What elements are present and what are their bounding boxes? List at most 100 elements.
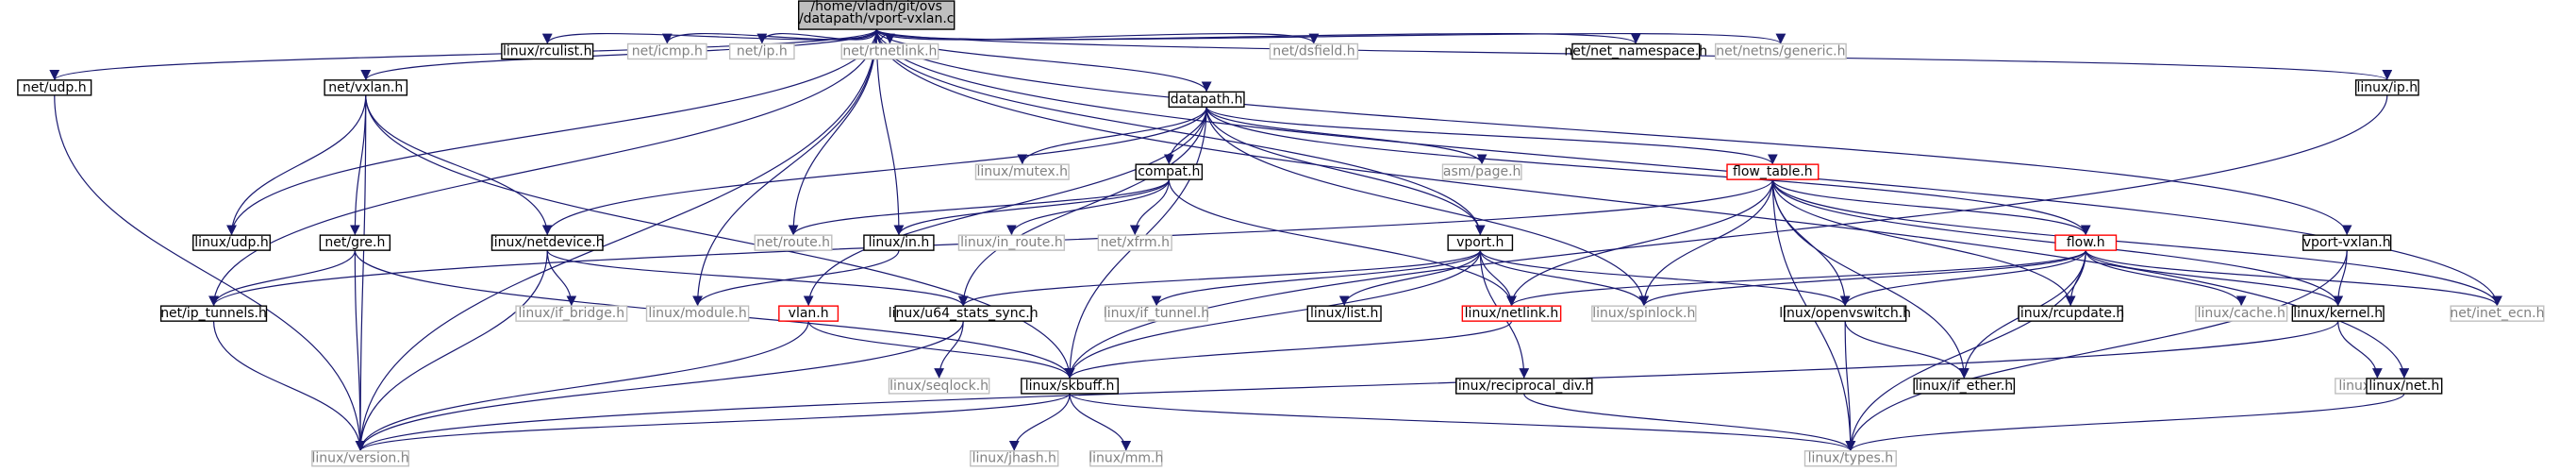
node-box-linux_mm_h[interactable] — [1089, 450, 1163, 467]
node-box-linux_netlink_h[interactable] — [1461, 305, 1562, 322]
node-linux_mutex_h[interactable]: linux/mutex.h — [974, 163, 1070, 180]
node-box-net_icmp_h[interactable] — [626, 42, 707, 60]
node-box-net_ip_h[interactable] — [728, 42, 795, 60]
node-linux_rcupdate_h[interactable]: linux/rcupdate.h — [2017, 305, 2124, 322]
node-compat_h[interactable]: compat.h — [1135, 163, 1204, 180]
node-net_ip_tunnels_h[interactable]: net/ip_tunnels.h — [159, 305, 268, 322]
node-linux_in_route_h[interactable]: linux/in_route.h — [957, 234, 1066, 251]
node-box-net_rtnetlink_h[interactable] — [840, 42, 939, 60]
node-net_vxlan_h[interactable]: net/vxlan.h — [324, 79, 408, 96]
node-box-flow_table_h[interactable] — [1726, 163, 1820, 180]
node-linux_if_ether_h[interactable]: linux/if_ether.h — [1913, 378, 2016, 395]
node-box-linux_netdevice_h[interactable] — [490, 234, 604, 251]
node-vport_vxlan_c[interactable]: /home/vladn/git/ovs/datapath/vport-vxlan… — [798, 0, 956, 30]
node-linux_ip_h[interactable]: linux/ip.h — [2354, 79, 2419, 96]
node-net_net_namespace_h[interactable]: net/net_namespace.h — [1564, 42, 1707, 60]
node-box-linux_seqlock_h[interactable] — [888, 378, 990, 395]
node-box-linux_kernel_h[interactable] — [2291, 305, 2385, 322]
edge-linux_ip_h-to-linux_skbuff_h — [1064, 94, 2388, 379]
node-linux_if_bridge_h[interactable]: linux/if_bridge.h — [515, 305, 628, 322]
node-box-linux_udp_h[interactable] — [192, 234, 271, 251]
edge-vport_h-to-linux_spinlock_h — [1479, 250, 1650, 307]
node-vport_vxlan_h[interactable]: vport-vxlan.h — [2302, 234, 2392, 251]
node-box-linux_reciprocal_div_h[interactable] — [1454, 378, 1593, 395]
node-linux_list_h[interactable]: linux/list.h — [1306, 305, 1382, 322]
node-box-asm_page_h[interactable] — [1441, 163, 1522, 180]
node-box-linux_rculist_h[interactable] — [501, 42, 594, 60]
node-box-linux_module_h[interactable] — [645, 305, 750, 322]
node-box-linux_skbuff_h[interactable] — [1021, 378, 1119, 395]
node-linux_mm_h[interactable]: linux/mm.h — [1089, 450, 1163, 467]
node-box-linux_mutex_h[interactable] — [974, 163, 1070, 180]
node-asm_page_h[interactable]: asm/page.h — [1441, 163, 1522, 180]
node-box-net_gre_h[interactable] — [319, 234, 391, 251]
node-box-linux_if_ether_h[interactable] — [1913, 378, 2016, 395]
node-net_inet_ecn_h[interactable]: net/inet_ecn.h — [2450, 305, 2545, 322]
node-box-net_netns_generic_h[interactable] — [1714, 42, 1847, 60]
node-net_gre_h[interactable]: net/gre.h — [319, 234, 391, 251]
node-linux_netdevice_h[interactable]: linux/netdevice.h — [490, 234, 605, 251]
node-net_icmp_h[interactable]: net/icmp.h — [626, 42, 707, 60]
node-linux_if_tunnel_h[interactable]: linux/if_tunnel.h — [1104, 305, 1209, 322]
node-box-vport_vxlan_c[interactable] — [798, 0, 956, 30]
node-box-net_dsfield_h[interactable] — [1269, 42, 1359, 60]
node-flow_table_h[interactable]: flow_table.h — [1726, 163, 1820, 180]
node-box-linux_if_tunnel_h[interactable] — [1105, 305, 1208, 322]
node-box-vlan_h[interactable] — [778, 305, 839, 322]
node-box-flow_h[interactable] — [2054, 234, 2118, 251]
node-linux_openvswitch_h[interactable]: linux/openvswitch.h — [1779, 305, 1911, 322]
node-linux_types_h[interactable]: linux/types.h — [1803, 450, 1897, 467]
node-box-datapath_h[interactable] — [1168, 91, 1245, 109]
node-net_udp_h[interactable]: net/udp.h — [17, 79, 92, 96]
node-linux_in_h[interactable]: linux/in.h — [863, 234, 935, 251]
node-box-linux_in_h[interactable] — [863, 234, 935, 251]
node-box-vport_h[interactable] — [1447, 234, 1514, 251]
node-net_netns_generic_h[interactable]: net/netns/generic.h — [1714, 42, 1847, 60]
node-linux_jhash_h[interactable]: linux/jhash.h — [970, 450, 1059, 467]
node-box-linux_version_h[interactable] — [311, 450, 409, 467]
node-net_route_h[interactable]: net/route.h — [754, 234, 833, 251]
node-box-net_net_namespace_h[interactable] — [1571, 42, 1701, 60]
node-box-net_ip_tunnels_h[interactable] — [159, 305, 268, 322]
node-box-linux_rcupdate_h[interactable] — [2018, 305, 2123, 322]
node-box-linux_list_h[interactable] — [1306, 305, 1382, 322]
node-box-linux_jhash_h[interactable] — [970, 450, 1059, 467]
node-box-linux_spinlock_h[interactable] — [1591, 305, 1697, 322]
node-linux_netlink_h[interactable]: linux/netlink.h — [1461, 305, 1562, 322]
node-linux_udp_h[interactable]: linux/udp.h — [192, 234, 271, 251]
node-box-linux_types_h[interactable] — [1803, 450, 1897, 467]
node-box-net_udp_h[interactable] — [17, 79, 92, 96]
node-linux_kernel_h[interactable]: linux/kernel.h — [2291, 305, 2385, 322]
node-net_dsfield_h[interactable]: net/dsfield.h — [1269, 42, 1359, 60]
node-linux_cache_h[interactable]: linux/cache.h — [2195, 305, 2288, 322]
node-box-linux_if_bridge_h[interactable] — [515, 305, 628, 322]
node-linux_reciprocal_div_h[interactable]: linux/reciprocal_div.h — [1454, 378, 1594, 395]
node-datapath_h[interactable]: datapath.h — [1168, 91, 1245, 109]
node-linux_spinlock_h[interactable]: linux/spinlock.h — [1591, 305, 1697, 322]
node-linux_module_h[interactable]: linux/module.h — [645, 305, 750, 322]
node-net_rtnetlink_h[interactable]: net/rtnetlink.h — [840, 42, 939, 60]
node-box-net_vxlan_h[interactable] — [324, 79, 408, 96]
node-linux_u64_stats_sync_h[interactable]: linux/u64_stats_sync.h — [889, 305, 1039, 322]
node-linux_net_h[interactable]: linux/net.h — [2366, 378, 2443, 395]
node-linux_version_h[interactable]: linux/version.h — [311, 450, 409, 467]
node-box-net_route_h[interactable] — [754, 234, 833, 251]
node-box-linux_cache_h[interactable] — [2195, 305, 2288, 322]
node-linux_rculist_h[interactable]: linux/rculist.h — [501, 42, 594, 60]
node-linux_skbuff_h[interactable]: linux/skbuff.h — [1021, 378, 1119, 395]
node-box-linux_ip_h[interactable] — [2354, 79, 2419, 96]
node-box-linux_in_route_h[interactable] — [957, 234, 1066, 251]
node-linux_seqlock_h[interactable]: linux/seqlock.h — [888, 378, 990, 395]
node-box-net_xfrm_h[interactable] — [1097, 234, 1172, 251]
node-box-linux_net_h[interactable] — [2366, 378, 2443, 395]
node-box-linux_openvswitch_h[interactable] — [1783, 305, 1907, 322]
node-box-compat_h[interactable] — [1135, 163, 1204, 180]
node-net_ip_h[interactable]: net/ip.h — [728, 42, 795, 60]
node-vlan_h[interactable]: vlan.h — [778, 305, 839, 322]
node-box-net_inet_ecn_h[interactable] — [2450, 305, 2545, 322]
node-net_xfrm_h[interactable]: net/xfrm.h — [1097, 234, 1172, 251]
node-box-linux_u64_stats_sync_h[interactable] — [894, 305, 1032, 322]
node-box-vport_vxlan_h[interactable] — [2302, 234, 2392, 251]
node-vport_h[interactable]: vport.h — [1447, 234, 1514, 251]
node-flow_h[interactable]: flow.h — [2054, 234, 2118, 251]
